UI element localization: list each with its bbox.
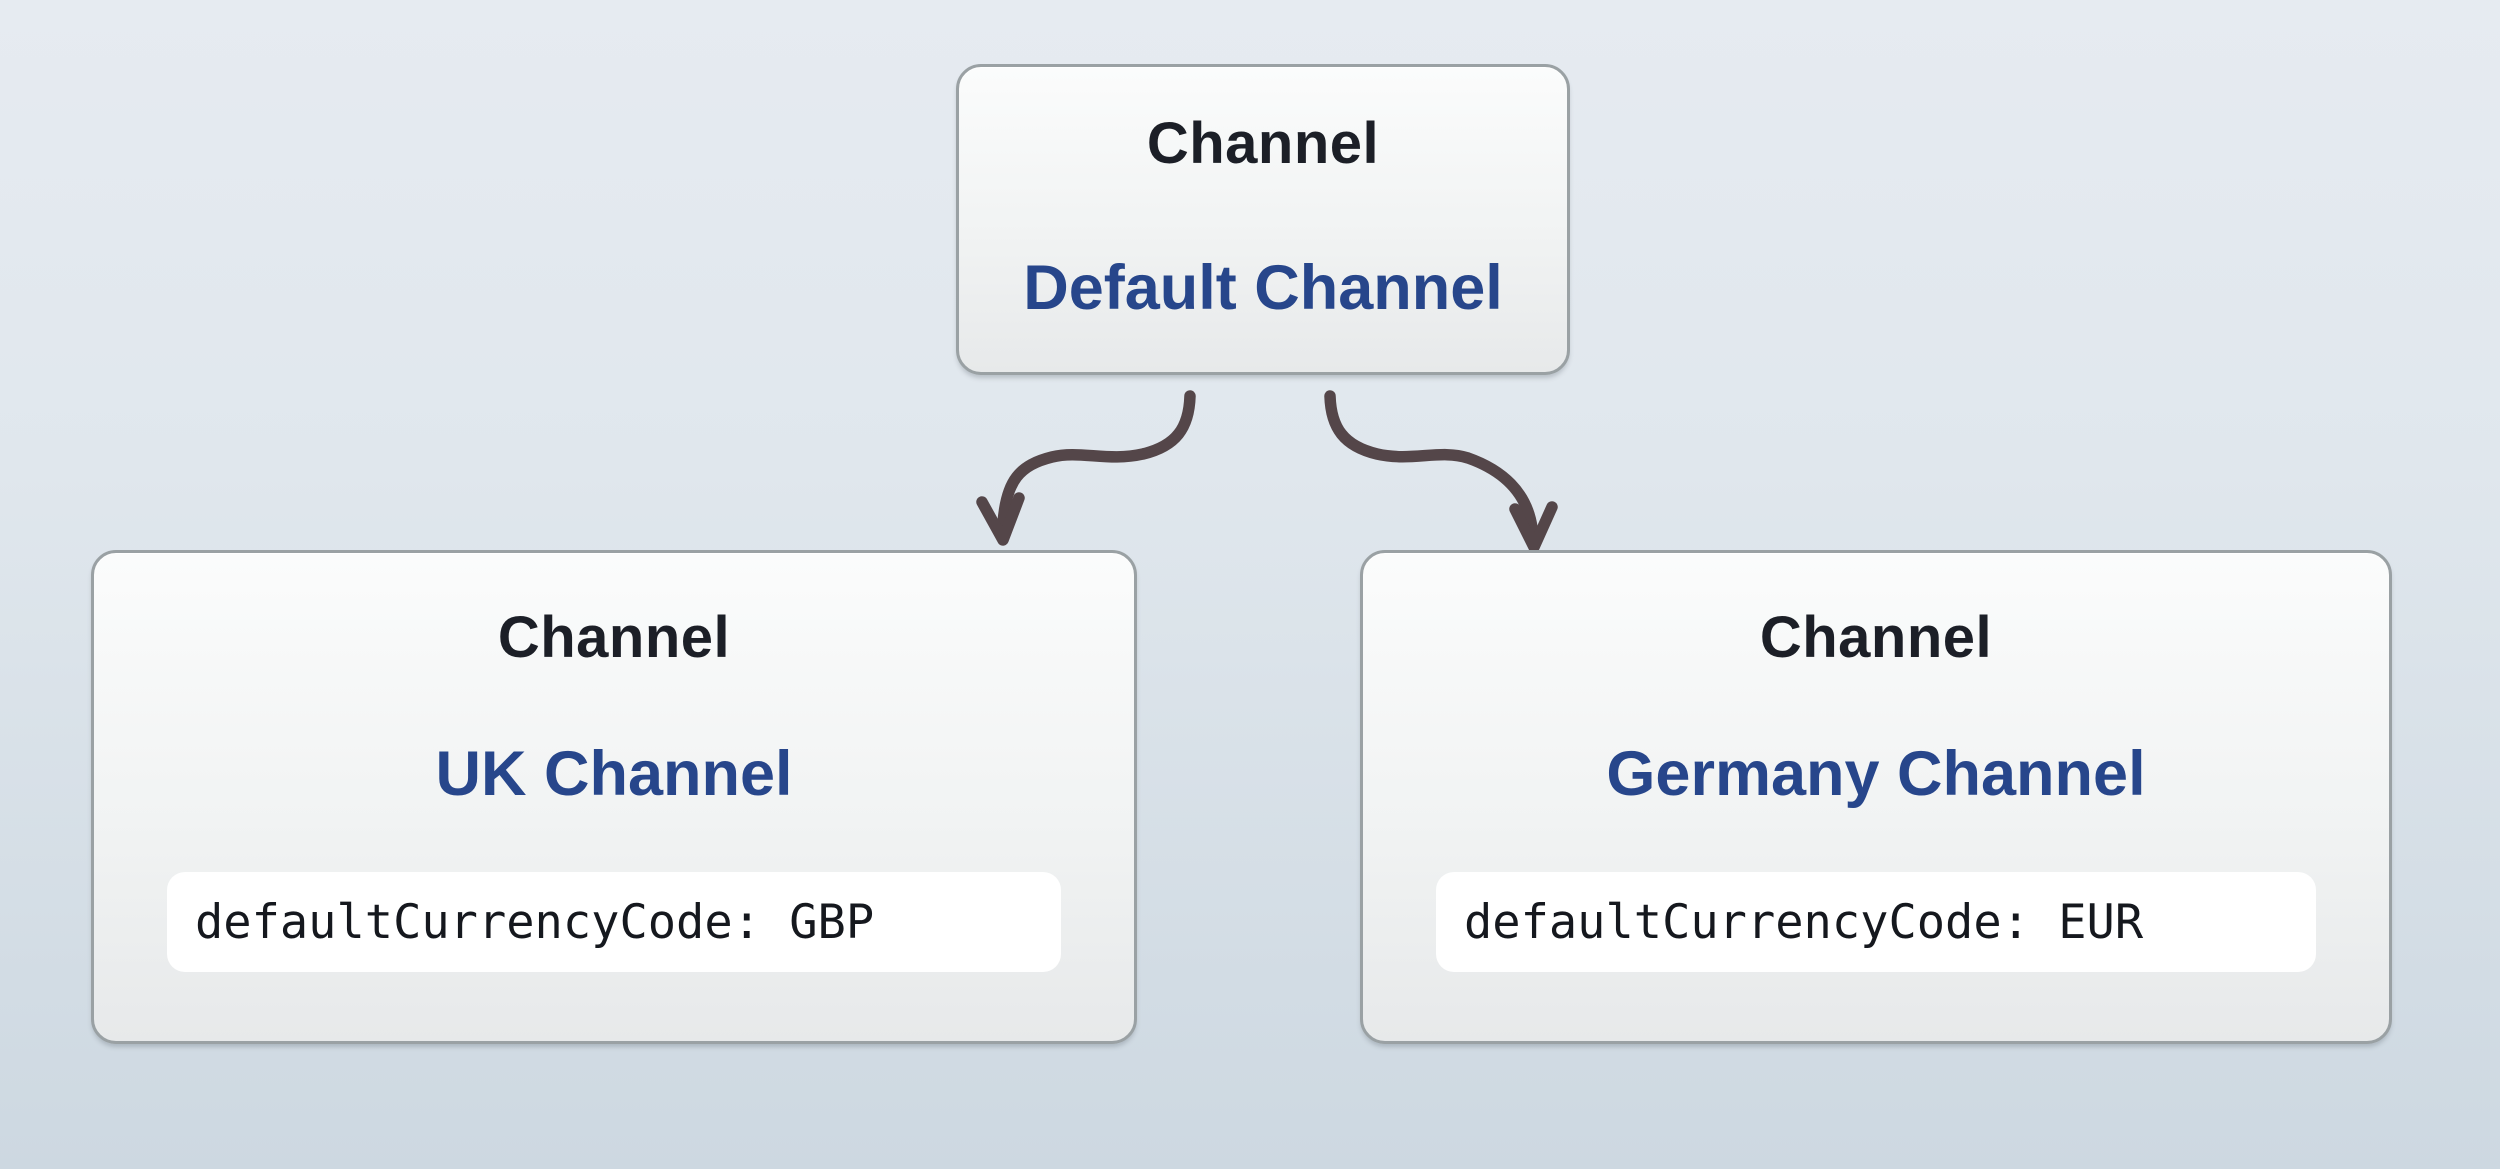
- node-type-label: Channel: [497, 605, 731, 670]
- currency-code-text: defaultCurrencyCode: EUR: [1464, 894, 2144, 950]
- node-default-channel: Channel Default Channel: [956, 64, 1570, 375]
- edge-default-to-germany: [1324, 390, 1558, 553]
- node-name: UK Channel: [435, 739, 793, 809]
- edge-default-to-germany-arrowhead-icon: [1509, 501, 1558, 553]
- edge-default-to-uk-arrowhead-icon: [976, 492, 1025, 546]
- edge-default-to-uk: [976, 390, 1196, 546]
- currency-code-text: defaultCurrencyCode: GBP: [195, 894, 875, 950]
- node-type-label: Channel: [1759, 605, 1993, 670]
- edge-default-to-uk-curve: [997, 390, 1196, 530]
- currency-code-pill: defaultCurrencyCode: GBP: [167, 872, 1061, 972]
- node-uk-channel: Channel UK Channel defaultCurrencyCode: …: [91, 550, 1137, 1044]
- node-name: Default Channel: [1023, 253, 1503, 323]
- node-germany-channel: Channel Germany Channel defaultCurrencyC…: [1360, 550, 2392, 1044]
- node-type-label: Channel: [1146, 111, 1380, 176]
- currency-code-pill: defaultCurrencyCode: EUR: [1436, 872, 2316, 972]
- edge-default-to-germany-curve: [1324, 390, 1538, 534]
- node-name: Germany Channel: [1606, 739, 2146, 809]
